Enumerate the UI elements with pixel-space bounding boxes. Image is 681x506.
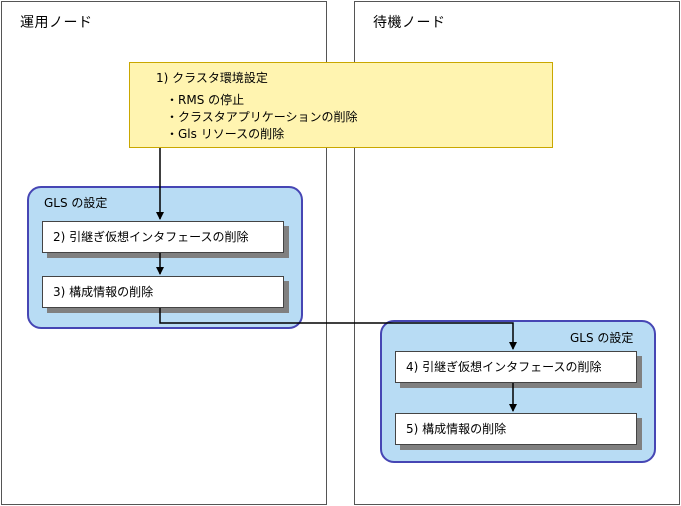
step-delete-config-active: 3) 構成情報の削除	[42, 276, 284, 308]
cluster-settings-box: 1) クラスタ環境設定 ・RMS の停止 ・クラスタアプリケーションの削除 ・G…	[129, 62, 553, 148]
cluster-settings-item-delete-app: ・クラスタアプリケーションの削除	[166, 110, 358, 124]
step-delete-takeover-interface-standby: 4) 引継ぎ仮想インタフェースの削除	[395, 351, 637, 383]
standby-node-title: 待機ノード	[373, 15, 446, 31]
active-node-title: 運用ノード	[20, 15, 93, 31]
cluster-settings-item-delete-gls-resource: ・Gls リソースの削除	[166, 127, 285, 141]
cluster-settings-item-stop-rms: ・RMS の停止	[166, 93, 245, 107]
gls-settings-label-standby: GLS の設定	[570, 331, 634, 345]
step-delete-config-standby: 5) 構成情報の削除	[395, 413, 637, 445]
arrow-step3-to-step4	[159, 308, 517, 350]
gls-settings-label-active: GLS の設定	[44, 196, 108, 210]
cluster-settings-heading: 1) クラスタ環境設定	[156, 71, 268, 85]
step-delete-takeover-interface-active: 2) 引継ぎ仮想インタフェースの削除	[42, 221, 284, 253]
